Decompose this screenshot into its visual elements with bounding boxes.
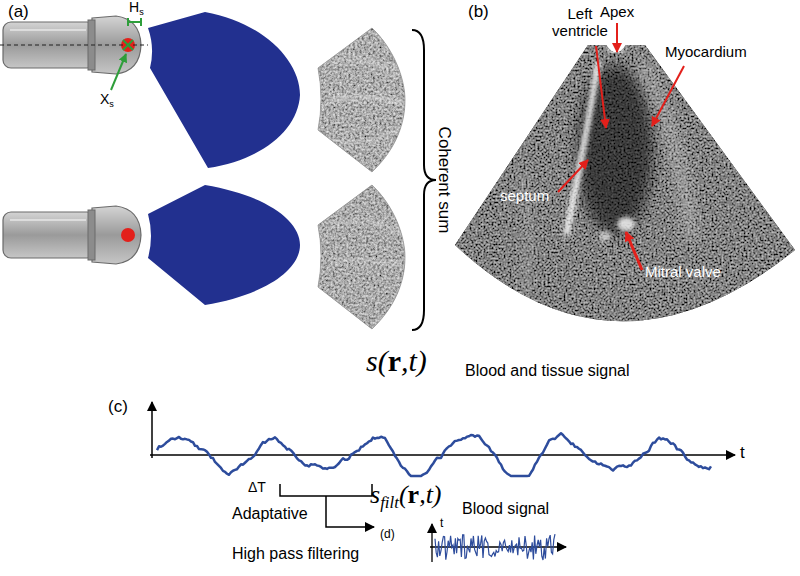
text-part: Adaptative xyxy=(232,505,308,522)
panel-label: (a) xyxy=(8,3,29,22)
dimension-label: Hs xyxy=(129,0,144,17)
anatomy-label: septum xyxy=(500,188,549,205)
text-part: Blood signal xyxy=(462,500,549,517)
panel-label: (b) xyxy=(468,3,489,22)
blood-tissue-signal xyxy=(157,433,711,476)
probe-bottom xyxy=(3,206,141,264)
signal-caption: Blood and tissue signal xyxy=(465,362,630,380)
anatomy-label: Myocardium xyxy=(665,44,747,61)
text-part: Mitral valve xyxy=(645,263,721,280)
blood-signal-trace xyxy=(435,534,555,560)
probe-top xyxy=(0,16,148,90)
axis-label: t xyxy=(740,444,745,463)
text-part: s xyxy=(139,7,144,17)
panel-label: (c) xyxy=(108,398,128,417)
sector-image-bottom xyxy=(312,180,412,340)
signal-symbol: sfilt(r,t) xyxy=(370,482,442,512)
beam-top xyxy=(148,12,300,168)
text-part: (d) xyxy=(380,527,395,541)
text-part: t xyxy=(740,443,745,462)
text-part: High pass filtering xyxy=(232,545,359,562)
text-part: t xyxy=(440,516,443,530)
sector-image-top xyxy=(312,20,412,180)
text-part: Coherent sum xyxy=(435,127,454,234)
text-part: ,t) xyxy=(419,480,441,509)
text-part: Left ventricle xyxy=(552,5,608,39)
text-part: septum xyxy=(500,187,549,204)
text-part: Blood and tissue signal xyxy=(465,362,630,379)
text-part: Apex xyxy=(600,3,634,20)
signal-caption: Blood signal xyxy=(462,500,549,518)
echo-image xyxy=(450,40,800,340)
text-part: X xyxy=(100,91,109,107)
anatomy-arrows xyxy=(558,23,684,270)
window-label: ΔT xyxy=(248,480,266,495)
signal-axes xyxy=(150,402,735,458)
text-part: H xyxy=(129,0,139,15)
text-part: (c) xyxy=(108,397,128,416)
dimension-label: Xs xyxy=(100,92,114,109)
signal-symbol: s(r,t) xyxy=(366,346,427,376)
text-part: s xyxy=(109,99,114,109)
text-part: s xyxy=(370,480,380,509)
text-part: (a) xyxy=(8,2,29,21)
text-part: (b) xyxy=(468,2,489,21)
sum-label: Coherent sum xyxy=(435,127,454,234)
beam-bottom xyxy=(148,185,300,305)
text-part: ,t) xyxy=(401,344,427,377)
text-part: filt xyxy=(380,493,399,512)
sum-bracket xyxy=(412,30,436,330)
process-label: High pass filtering xyxy=(232,545,359,563)
text-part: r xyxy=(388,344,401,377)
text-part: r xyxy=(408,480,420,509)
anatomy-label: Apex xyxy=(600,4,634,21)
anatomy-label: Mitral valve xyxy=(645,264,721,281)
filtered-axes xyxy=(430,524,566,562)
text-part: ΔT xyxy=(248,479,266,495)
text-part: ( xyxy=(399,480,408,509)
text-part: Myocardium xyxy=(665,43,747,60)
axis-label: t xyxy=(440,517,443,530)
text-part: s( xyxy=(366,344,388,377)
panel-label: (d) xyxy=(380,528,395,541)
process-label: Adaptative xyxy=(232,505,308,523)
